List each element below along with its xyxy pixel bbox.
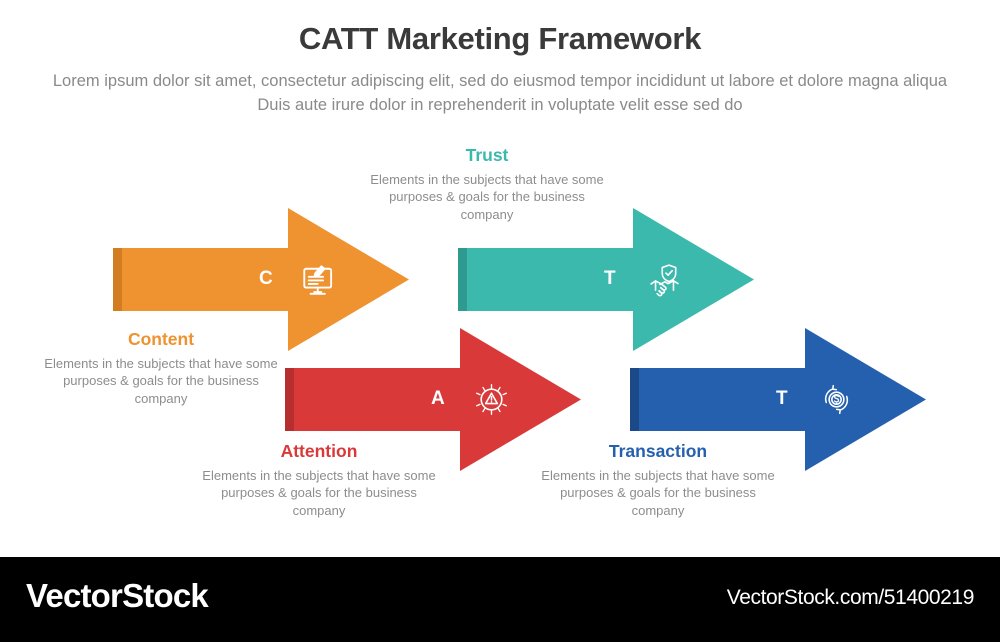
warning-beacon-icon xyxy=(470,378,513,426)
caption-transaction-title: Transaction xyxy=(608,441,708,461)
arrow-attention-shape xyxy=(285,328,581,471)
money-cycle-icon xyxy=(815,378,858,426)
page-subtitle: Lorem ipsum dolor sit amet, consectetur … xyxy=(52,72,948,115)
arrow-content-body xyxy=(113,208,409,351)
caption-attention-title: Attention xyxy=(280,441,358,461)
caption-transaction: Transaction Elements in the subjects tha… xyxy=(533,441,783,519)
caption-attention: Attention Elements in the subjects that … xyxy=(194,441,444,519)
monitor-pen-icon xyxy=(298,258,341,306)
caption-content-title: Content xyxy=(127,329,195,349)
vectorstock-logo: VectorStock xyxy=(26,577,209,614)
arrow-content-shape xyxy=(113,208,409,351)
footer-bar: VectorStock VectorStock.com/51400219 xyxy=(0,557,1000,642)
catt-arrow-diagram: C A xyxy=(0,140,1000,540)
caption-trust-desc: Elements in the subjects that have some … xyxy=(370,172,604,222)
caption-transaction-desc: Elements in the subjects that have some … xyxy=(541,468,775,518)
caption-trust-title: Trust xyxy=(465,145,509,165)
arrow-content-letter: C xyxy=(259,268,274,289)
arrow-trust-letter: T xyxy=(604,268,617,289)
handshake-shield-icon xyxy=(643,258,686,306)
arrow-transaction[interactable]: T xyxy=(630,328,926,471)
arrow-content-tail-accent xyxy=(113,248,122,311)
arrow-attention-tail-accent xyxy=(285,368,294,431)
arrow-content[interactable]: C xyxy=(113,208,409,351)
arrow-trust[interactable]: T xyxy=(458,208,754,351)
arrow-trust-body xyxy=(458,208,754,351)
arrow-transaction-body xyxy=(630,328,926,471)
arrow-transaction-shape xyxy=(630,328,926,471)
page-title: CATT Marketing Framework xyxy=(298,21,702,56)
caption-content-desc: Elements in the subjects that have some … xyxy=(44,356,278,406)
header: CATT Marketing Framework Lorem ipsum dol… xyxy=(0,21,1000,118)
arrow-attention-letter: A xyxy=(431,388,446,409)
arrow-trust-shape xyxy=(458,208,754,351)
caption-attention-desc: Elements in the subjects that have some … xyxy=(202,468,436,518)
arrow-attention-body xyxy=(285,328,581,471)
arrow-transaction-letter: T xyxy=(776,388,789,409)
arrow-trust-tail-accent xyxy=(458,248,467,311)
caption-trust: Trust Elements in the subjects that have… xyxy=(362,145,612,223)
vectorstock-url: VectorStock.com/51400219 xyxy=(726,586,975,609)
arrow-transaction-tail-accent xyxy=(630,368,639,431)
caption-content: Content Elements in the subjects that ha… xyxy=(36,329,286,407)
arrow-attention[interactable]: A xyxy=(285,328,581,471)
